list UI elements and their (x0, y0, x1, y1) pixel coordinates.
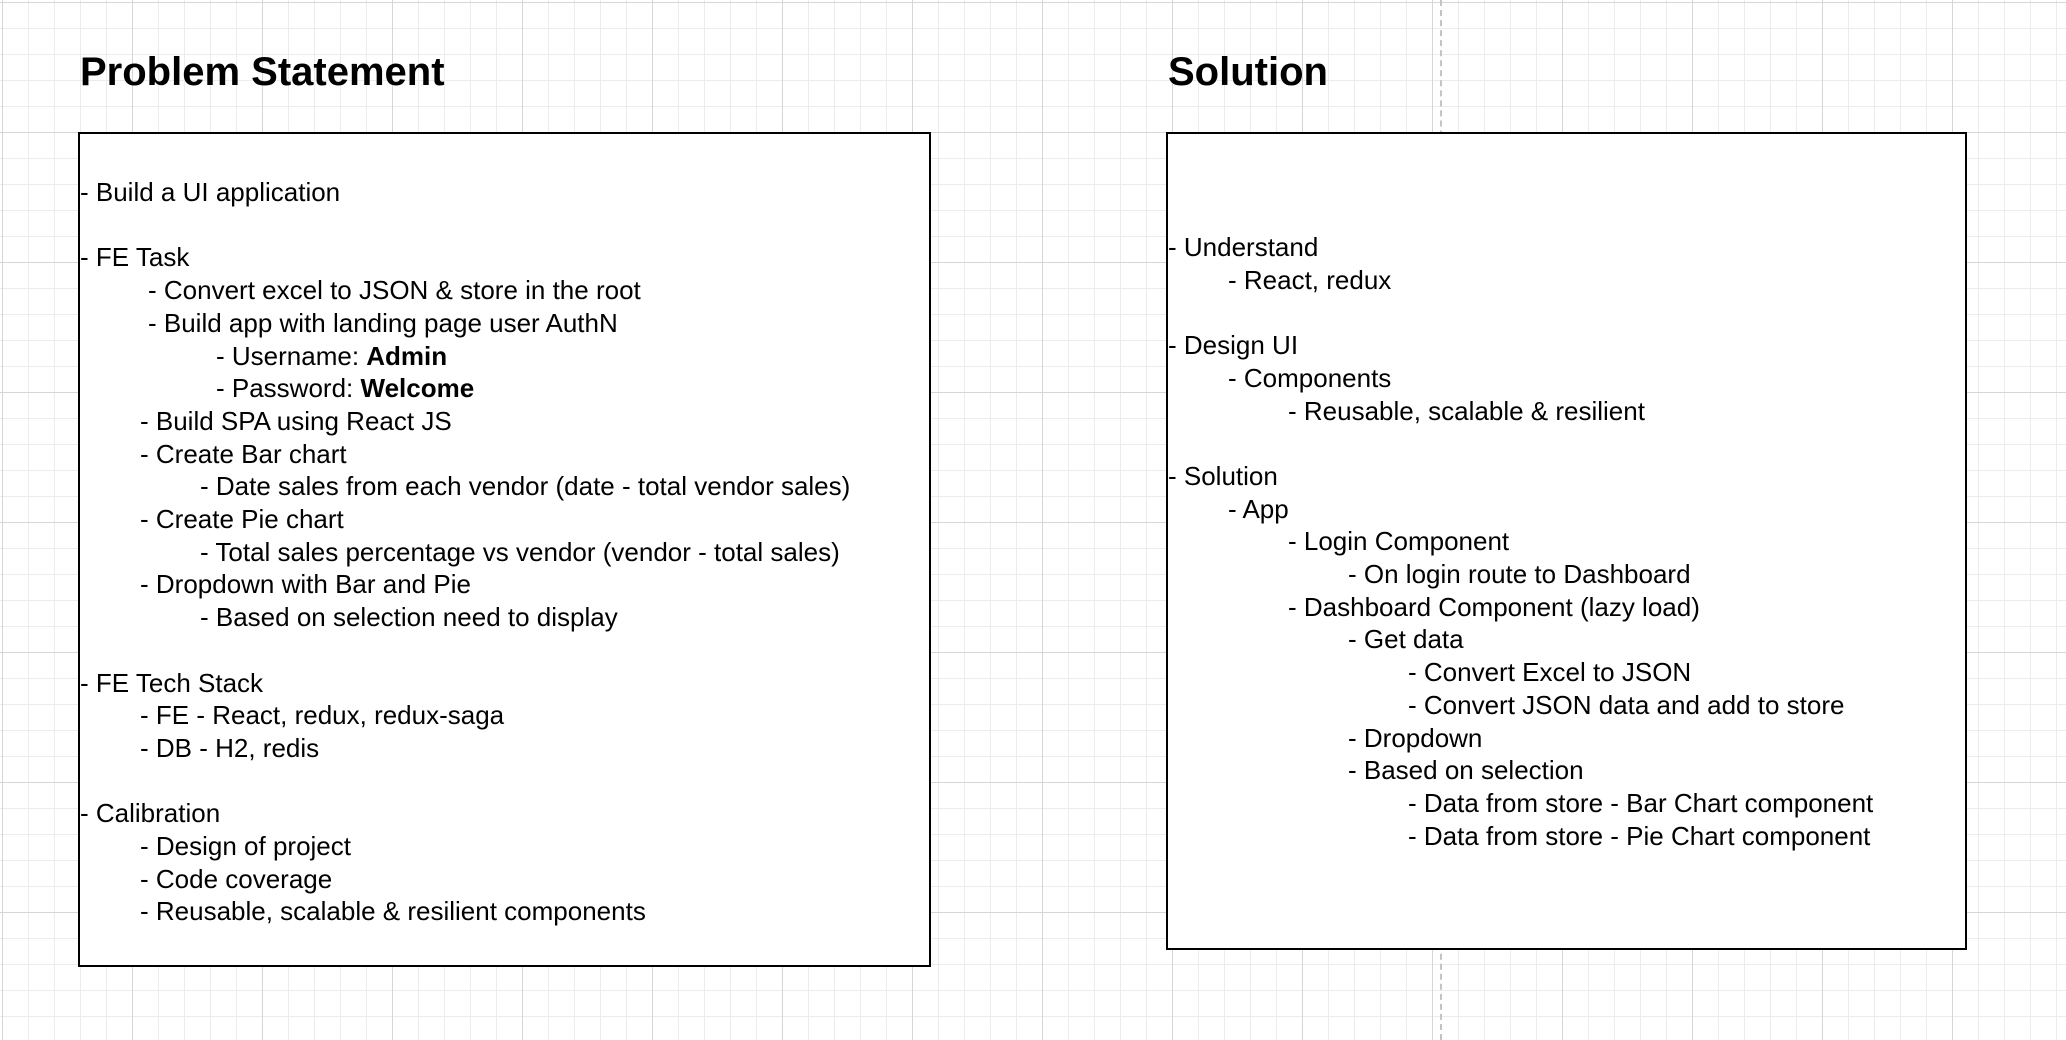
outline-item: - Design of project (80, 830, 929, 863)
outline-item-text: - Login Component (1288, 526, 1510, 557)
outline-item: - App (1168, 493, 1965, 526)
outline-item-text: - React, redux (1228, 264, 1392, 295)
outline-item-text: - FE Task (80, 242, 190, 273)
outline-item-text: - FE Tech Stack (80, 667, 264, 698)
outline-item-text: - Understand (1168, 232, 1319, 262)
outline-item-text: - Data from store - Pie Chart component (1408, 820, 1871, 851)
outline-item-text: - Build a UI application (80, 177, 341, 207)
outline-item-text: - Create Pie chart (140, 504, 344, 535)
outline-item: - Calibration (80, 797, 929, 830)
outline-item: - On login route to Dashboard (1168, 558, 1965, 591)
problem-statement-box[interactable]: - Build a UI application - FE Task- Conve… (78, 132, 931, 967)
outline-item-text: - Build SPA using React JS (140, 405, 452, 436)
outline-item-text: - Convert excel to JSON & store in the r… (148, 275, 641, 306)
solution-box[interactable]: - Understand- React, redux- Design UI- C… (1166, 132, 1967, 950)
outline-item: - Total sales percentage vs vendor (vend… (80, 536, 929, 569)
outline-item-text: - Convert JSON data and add to store (1408, 689, 1845, 720)
outline-item-text: - Based on selection need to display (200, 602, 618, 633)
outline-item: - Data from store - Pie Chart component (1168, 820, 1965, 853)
outline-item-text: - Solution (1168, 460, 1278, 491)
outline-item-text: - Code coverage (140, 863, 333, 894)
solution-list: - Understand- React, redux- Design UI- C… (1168, 134, 1965, 852)
outline-item: - Reusable, scalable & resilient (1168, 395, 1965, 428)
outline-item: - Convert JSON data and add to store (1168, 689, 1965, 722)
problem-statement-list: - Build a UI application - FE Task- Conve… (80, 134, 929, 928)
outline-item-text: - Reusable, scalable & resilient (1288, 395, 1645, 426)
outline-item: - Create Bar chart (80, 438, 929, 471)
outline-item-value: Admin (366, 340, 448, 371)
outline-item-value: Welcome (360, 373, 475, 404)
outline-item-text: - Dropdown with Bar and Pie (140, 569, 471, 600)
outline-item-text: - DB - H2, redis (140, 732, 320, 763)
outline-item: - Password: Welcome (80, 372, 929, 405)
outline-item-text: - Dropdown (1348, 722, 1483, 753)
outline-item: - Convert Excel to JSON (1168, 656, 1965, 689)
outline-item-text: - On login route to Dashboard (1348, 559, 1691, 589)
outline-item: - Components (1168, 362, 1965, 395)
outline-item: - Get data (1168, 623, 1965, 656)
outline-item-text: - Design of project (140, 831, 351, 862)
outline-item: - Solution (1168, 460, 1965, 493)
outline-item-text: - Convert Excel to JSON (1408, 657, 1692, 688)
outline-item-text: - Data from store - Bar Chart component (1408, 787, 1874, 818)
outline-item-text: - Components (1228, 362, 1392, 393)
outline-item: - React, redux (1168, 264, 1965, 297)
outline-item: - Data from store - Bar Chart component (1168, 787, 1965, 820)
outline-item-text: - FE - React, redux, redux-saga (140, 700, 505, 731)
solution-title: Solution (1168, 50, 1328, 94)
problem-statement-title: Problem Statement (80, 50, 445, 94)
outline-item: - Code coverage (80, 863, 929, 896)
outline-item-text: - Username: (216, 340, 367, 371)
outline-item: - FE Tech Stack (80, 667, 929, 700)
outline-item: - Date sales from each vendor (date - to… (80, 470, 929, 503)
outline-item: - FE Task (80, 241, 929, 274)
outline-item-text: - App (1228, 493, 1289, 524)
outline-item-text: - Get data (1348, 624, 1464, 655)
outline-item: - Dashboard Component (lazy load) (1168, 591, 1965, 624)
outline-item: - DB - H2, redis (80, 732, 929, 765)
outline-item: - Understand (1168, 231, 1965, 264)
outline-item-text: - Dashboard Component (lazy load) (1288, 591, 1700, 622)
outline-item-text: - Password: (216, 373, 361, 404)
outline-item-text: - Total sales percentage vs vendor (vend… (200, 536, 840, 567)
outline-item-text: - Design UI (1168, 330, 1299, 361)
outline-item: - Build app with landing page user AuthN (80, 307, 929, 340)
outline-item: - Based on selection need to display (80, 601, 929, 634)
outline-item: - FE - React, redux, redux-saga (80, 699, 929, 732)
outline-item: - Create Pie chart (80, 503, 929, 536)
outline-item: - Dropdown (1168, 722, 1965, 755)
outline-item-text: - Create Bar chart (140, 438, 347, 469)
outline-item: - Build a UI application (80, 176, 929, 209)
outline-item-text: - Based on selection (1348, 755, 1584, 786)
outline-item: - Dropdown with Bar and Pie (80, 568, 929, 601)
outline-item: - Login Component (1168, 525, 1965, 558)
outline-item: - Reusable, scalable & resilient compone… (80, 895, 929, 928)
outline-item: - Design UI (1168, 329, 1965, 362)
outline-item: - Convert excel to JSON & store in the r… (80, 274, 929, 307)
outline-item-text: - Date sales from each vendor (date - to… (200, 471, 851, 502)
outline-item: - Build SPA using React JS (80, 405, 929, 438)
outline-item: - Based on selection (1168, 754, 1965, 787)
outline-item-text: - Calibration (80, 798, 221, 829)
outline-item-text: - Reusable, scalable & resilient compone… (140, 896, 646, 927)
outline-item-text: - Build app with landing page user AuthN (148, 307, 618, 338)
outline-item: - Username: Admin (80, 340, 929, 373)
